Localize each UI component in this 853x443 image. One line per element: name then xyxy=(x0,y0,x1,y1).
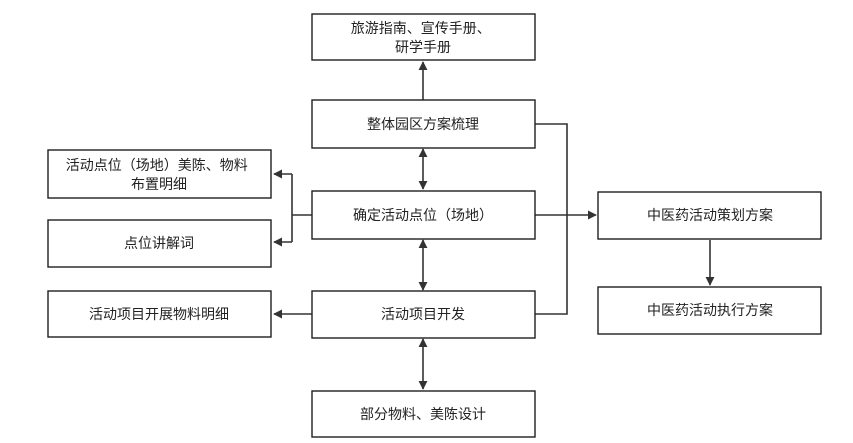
node-guide-manuals-line-2: 研学手册 xyxy=(395,40,451,56)
node-project-dev-label: 活动项目开发 xyxy=(381,307,465,323)
svg-text:旅游指南、宣传手册、 研学手册: 旅游指南、宣传手册、 研学手册 xyxy=(351,21,495,56)
node-tcm-plan: 中医药活动策划方案 xyxy=(597,191,822,240)
node-partial-design: 部分物料、美陈设计 xyxy=(311,390,536,438)
node-tcm-plan-label: 中医药活动策划方案 xyxy=(647,207,773,224)
connector-plan-bracket xyxy=(535,123,568,315)
node-site-commentary: 点位讲解词 xyxy=(47,219,272,268)
node-project-materials: 活动项目开展物料明细 xyxy=(47,290,272,338)
svg-text:活动点位（场地）美陈、物料 布置明细: 活动点位（场地）美陈、物料 布置明细 xyxy=(66,157,252,193)
node-site-materials-line-2: 布置明细 xyxy=(131,177,187,193)
node-tcm-exec-label: 中医药活动执行方案 xyxy=(647,302,773,319)
node-site-materials: 活动点位（场地）美陈、物料 布置明细 xyxy=(47,149,272,199)
node-park-plan-label: 整体园区方案梳理 xyxy=(367,116,479,133)
node-project-dev: 活动项目开发 xyxy=(311,290,536,339)
node-tcm-exec: 中医药活动执行方案 xyxy=(597,286,822,335)
node-guide-manuals-line-1: 旅游指南、宣传手册、 xyxy=(351,21,491,37)
node-guide-manuals: 旅游指南、宣传手册、 研学手册 xyxy=(311,13,536,61)
node-park-plan: 整体园区方案梳理 xyxy=(311,99,536,149)
node-confirm-sites: 确定活动点位（场地） xyxy=(311,190,536,240)
node-confirm-sites-label: 确定活动点位（场地） xyxy=(353,208,493,224)
node-partial-design-label: 部分物料、美陈设计 xyxy=(360,406,486,423)
node-site-commentary-label: 点位讲解词 xyxy=(124,236,194,252)
node-site-materials-line-1: 活动点位（场地）美陈、物料 xyxy=(66,157,248,174)
node-project-materials-label: 活动项目开展物料明细 xyxy=(89,307,229,323)
